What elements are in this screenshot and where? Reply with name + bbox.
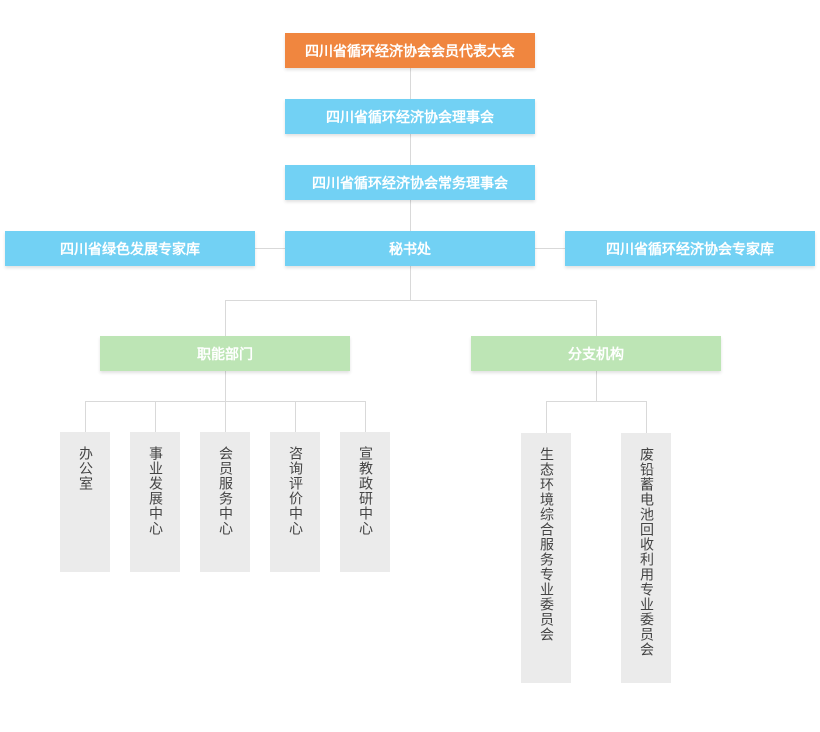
unit-office: 办公室 [60,432,110,572]
connector-right-expert [535,248,565,249]
association-experts-box: 四川省循环经济协会专家库 [565,231,815,266]
unit-label: 宣教政研中心 [357,446,373,536]
unit-label: 办公室 [77,446,93,491]
branch-label: 废铅蓄电池回收利用专业委员会 [638,447,654,657]
connector-unit-3 [225,401,226,432]
functional-depts-box: 职能部门 [100,336,350,371]
unit-label: 咨询评价中心 [287,446,303,536]
connector-to-functional [225,300,226,336]
secretariat-box: 秘书处 [285,231,535,266]
connector-branch-bar [225,300,597,301]
branches-box: 分支机构 [471,336,721,371]
unit-education-policy: 宣教政研中心 [340,432,390,572]
green-experts-box: 四川省绿色发展专家库 [5,231,255,266]
connector-functional-down [225,371,226,402]
branch-label: 生态环境综合服务专业委员会 [538,447,554,642]
connector-unit-1 [85,401,86,432]
connector-unit-2 [155,401,156,432]
unit-member-service: 会员服务中心 [200,432,250,572]
branch-eco-environment: 生态环境综合服务专业委员会 [521,433,571,683]
unit-label: 会员服务中心 [217,446,233,536]
connector-to-branches [596,300,597,336]
unit-consulting: 咨询评价中心 [270,432,320,572]
standing-council-box: 四川省循环经济协会常务理事会 [285,165,535,200]
connector-branches-down [596,371,597,402]
connector-branch-2 [646,401,647,433]
council-box: 四川省循环经济协会理事会 [285,99,535,134]
connector-unit-5 [365,401,366,432]
branch-lead-battery: 废铅蓄电池回收利用专业委员会 [621,433,671,683]
congress-box: 四川省循环经济协会会员代表大会 [285,33,535,68]
unit-label: 事业发展中心 [147,446,163,536]
connector-left-expert [255,248,285,249]
connector-unit-4 [295,401,296,432]
connector-branches-bar [546,401,647,402]
unit-business-dev: 事业发展中心 [130,432,180,572]
connector-branch-1 [546,401,547,433]
